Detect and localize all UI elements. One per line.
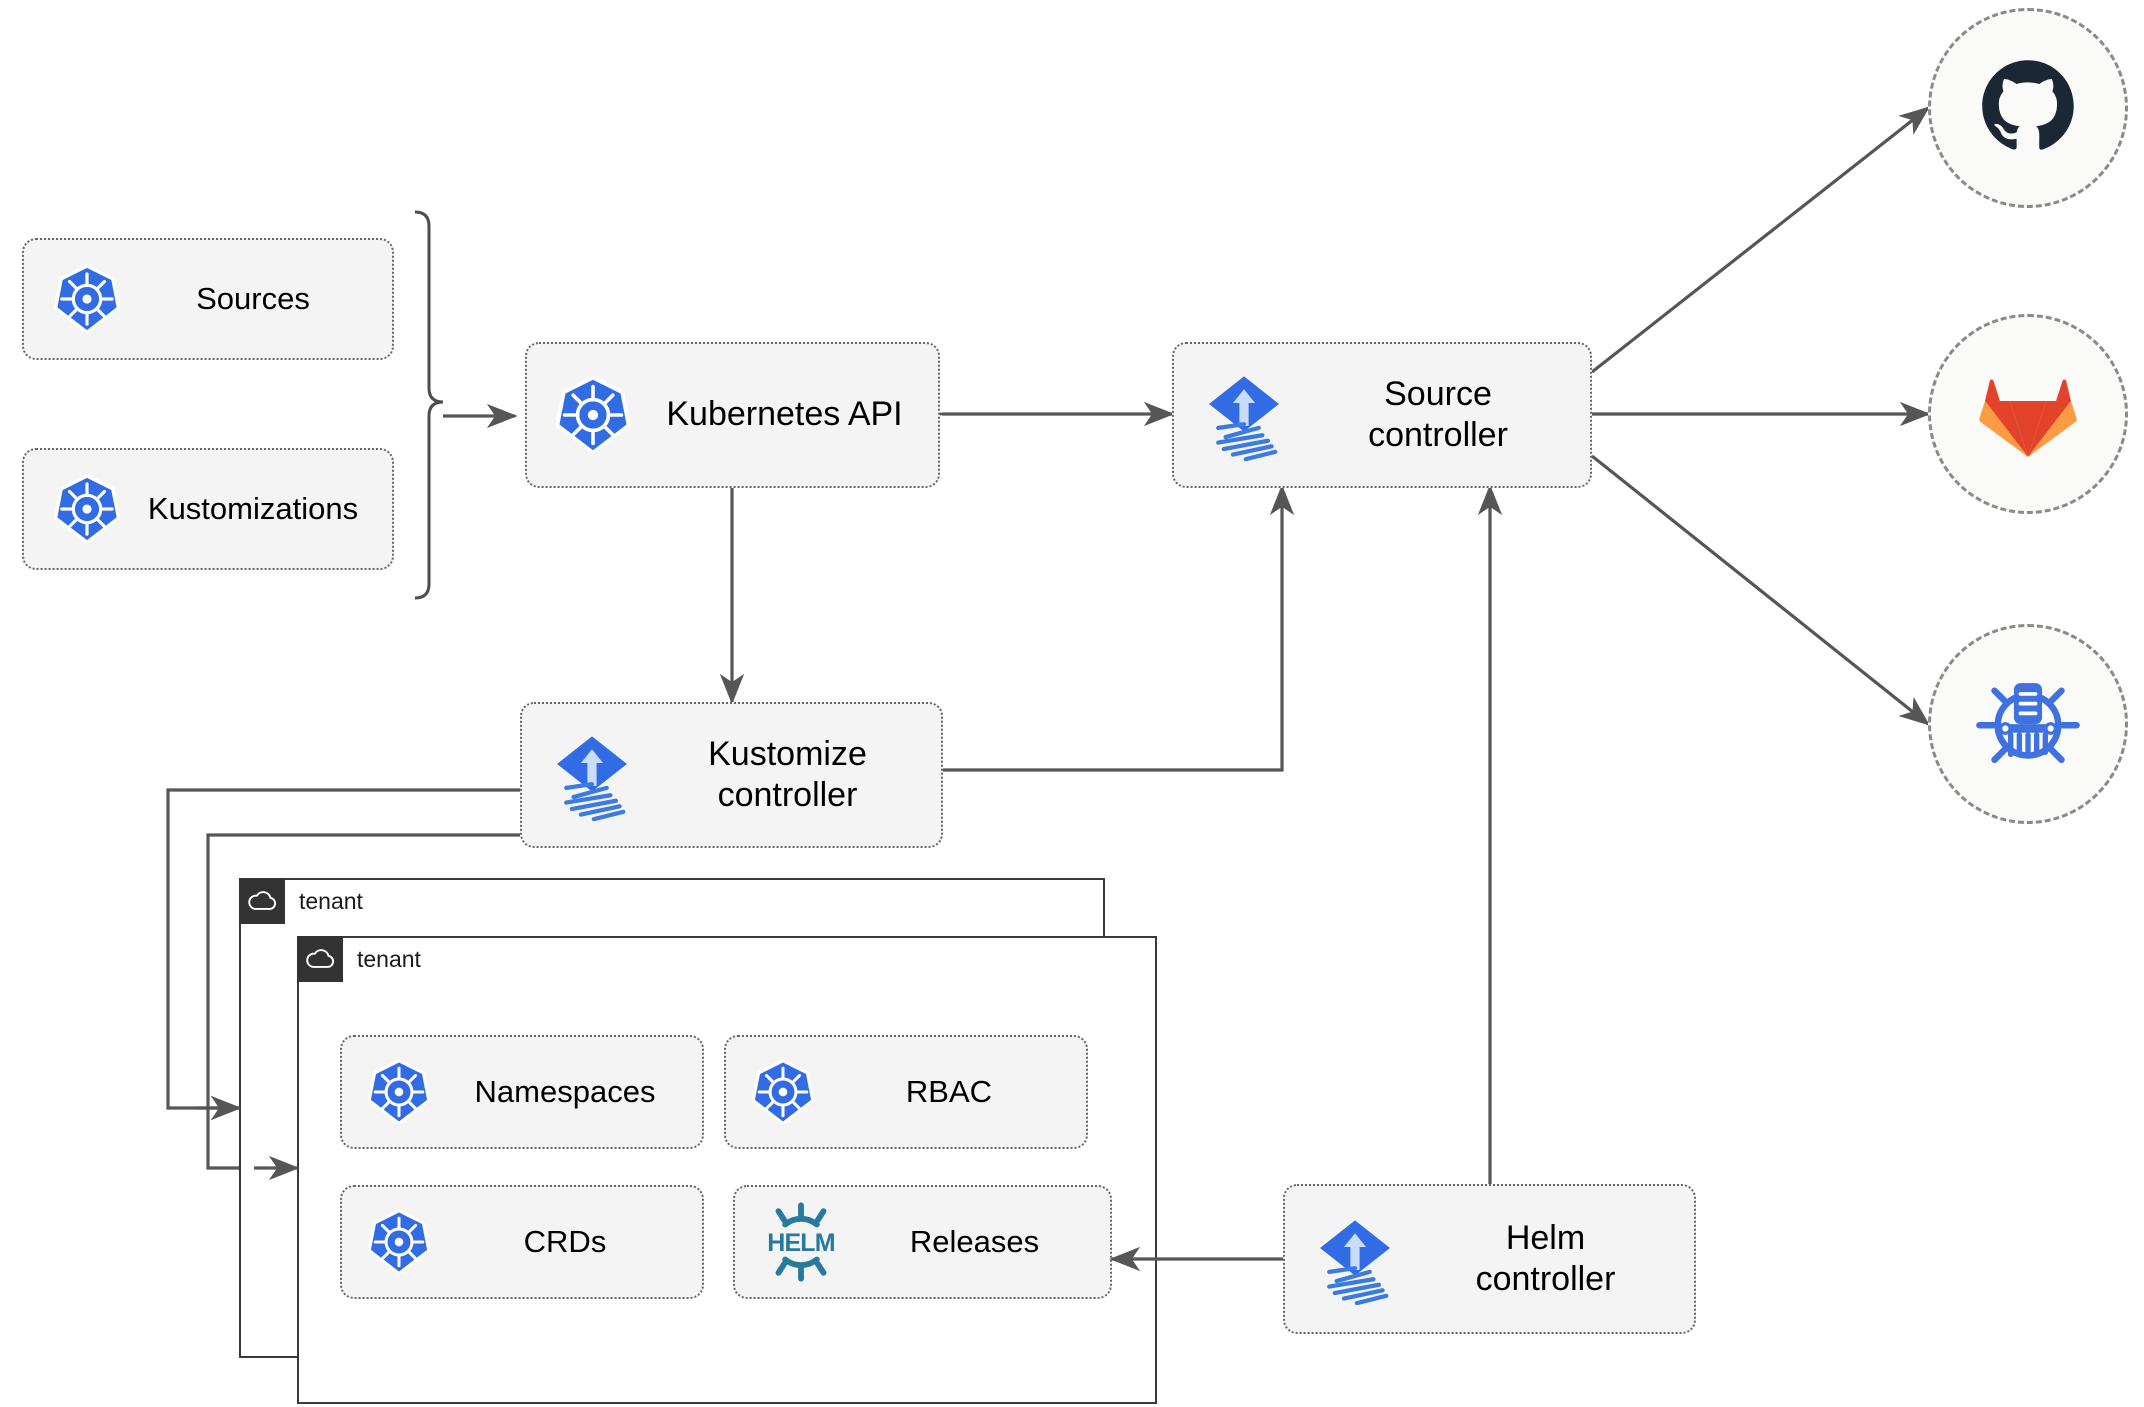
wire-source-controller-to-registry (1591, 454, 1931, 726)
helm-icon: HELM (749, 1202, 853, 1282)
svg-text:HELM: HELM (767, 1229, 835, 1257)
node-label: Releases (909, 1224, 1040, 1260)
node-label: Kubernetes API (666, 395, 903, 434)
node-kustomizations[interactable]: Kustomizations (22, 448, 394, 570)
kubernetes-icon (541, 372, 645, 458)
kubernetes-icon (356, 1056, 442, 1128)
node-label: Namespaces (474, 1074, 656, 1110)
node-label: Sources (196, 281, 310, 317)
flux-icon (1188, 369, 1300, 461)
node-label: Source controller (1368, 374, 1508, 454)
node-label: RBAC (905, 1074, 993, 1110)
group-bracket (414, 210, 444, 600)
node-helm-controller[interactable]: Helm controller (1283, 1184, 1696, 1334)
node-releases[interactable]: HELM Releases (733, 1185, 1112, 1299)
helm-repository-icon (1974, 668, 2082, 781)
node-kubernetes-api[interactable]: Kubernetes API (525, 342, 940, 488)
provider-registry[interactable] (1928, 624, 2128, 824)
node-kustomize-controller[interactable]: Kustomize controller (520, 702, 943, 848)
node-crds[interactable]: CRDs (340, 1185, 704, 1299)
node-label: CRDs (523, 1224, 607, 1260)
node-namespaces[interactable]: Namespaces (340, 1035, 704, 1149)
wire-kustomize-controller-to-source-controller (943, 484, 1295, 772)
tenant-inner-container[interactable]: tenant (297, 936, 1157, 1404)
node-source-controller[interactable]: Source controller (1172, 342, 1592, 488)
flux-icon (536, 729, 648, 821)
gitlab-icon (1978, 365, 2078, 464)
node-label: Kustomize controller (708, 734, 867, 814)
provider-github[interactable] (1928, 8, 2128, 208)
kubernetes-icon (740, 1056, 826, 1128)
node-label: Helm controller (1475, 1218, 1616, 1298)
tenant-label: tenant (299, 887, 371, 915)
node-rbac[interactable]: RBAC (724, 1035, 1088, 1149)
kubernetes-icon (42, 261, 132, 337)
node-label: Kustomizations (147, 491, 359, 527)
tenant-label: tenant (357, 945, 429, 973)
flux-icon (1299, 1213, 1411, 1305)
tenant-outer-header: tenant (239, 878, 371, 924)
cloud-icon (239, 878, 285, 924)
github-icon (1976, 54, 2080, 163)
kubernetes-icon (356, 1206, 442, 1278)
tenant-inner-header: tenant (297, 936, 429, 982)
node-sources[interactable]: Sources (22, 238, 394, 360)
provider-gitlab[interactable] (1928, 314, 2128, 514)
cloud-icon (297, 936, 343, 982)
wire-source-controller-to-github (1591, 106, 1931, 374)
kubernetes-icon (42, 471, 132, 547)
